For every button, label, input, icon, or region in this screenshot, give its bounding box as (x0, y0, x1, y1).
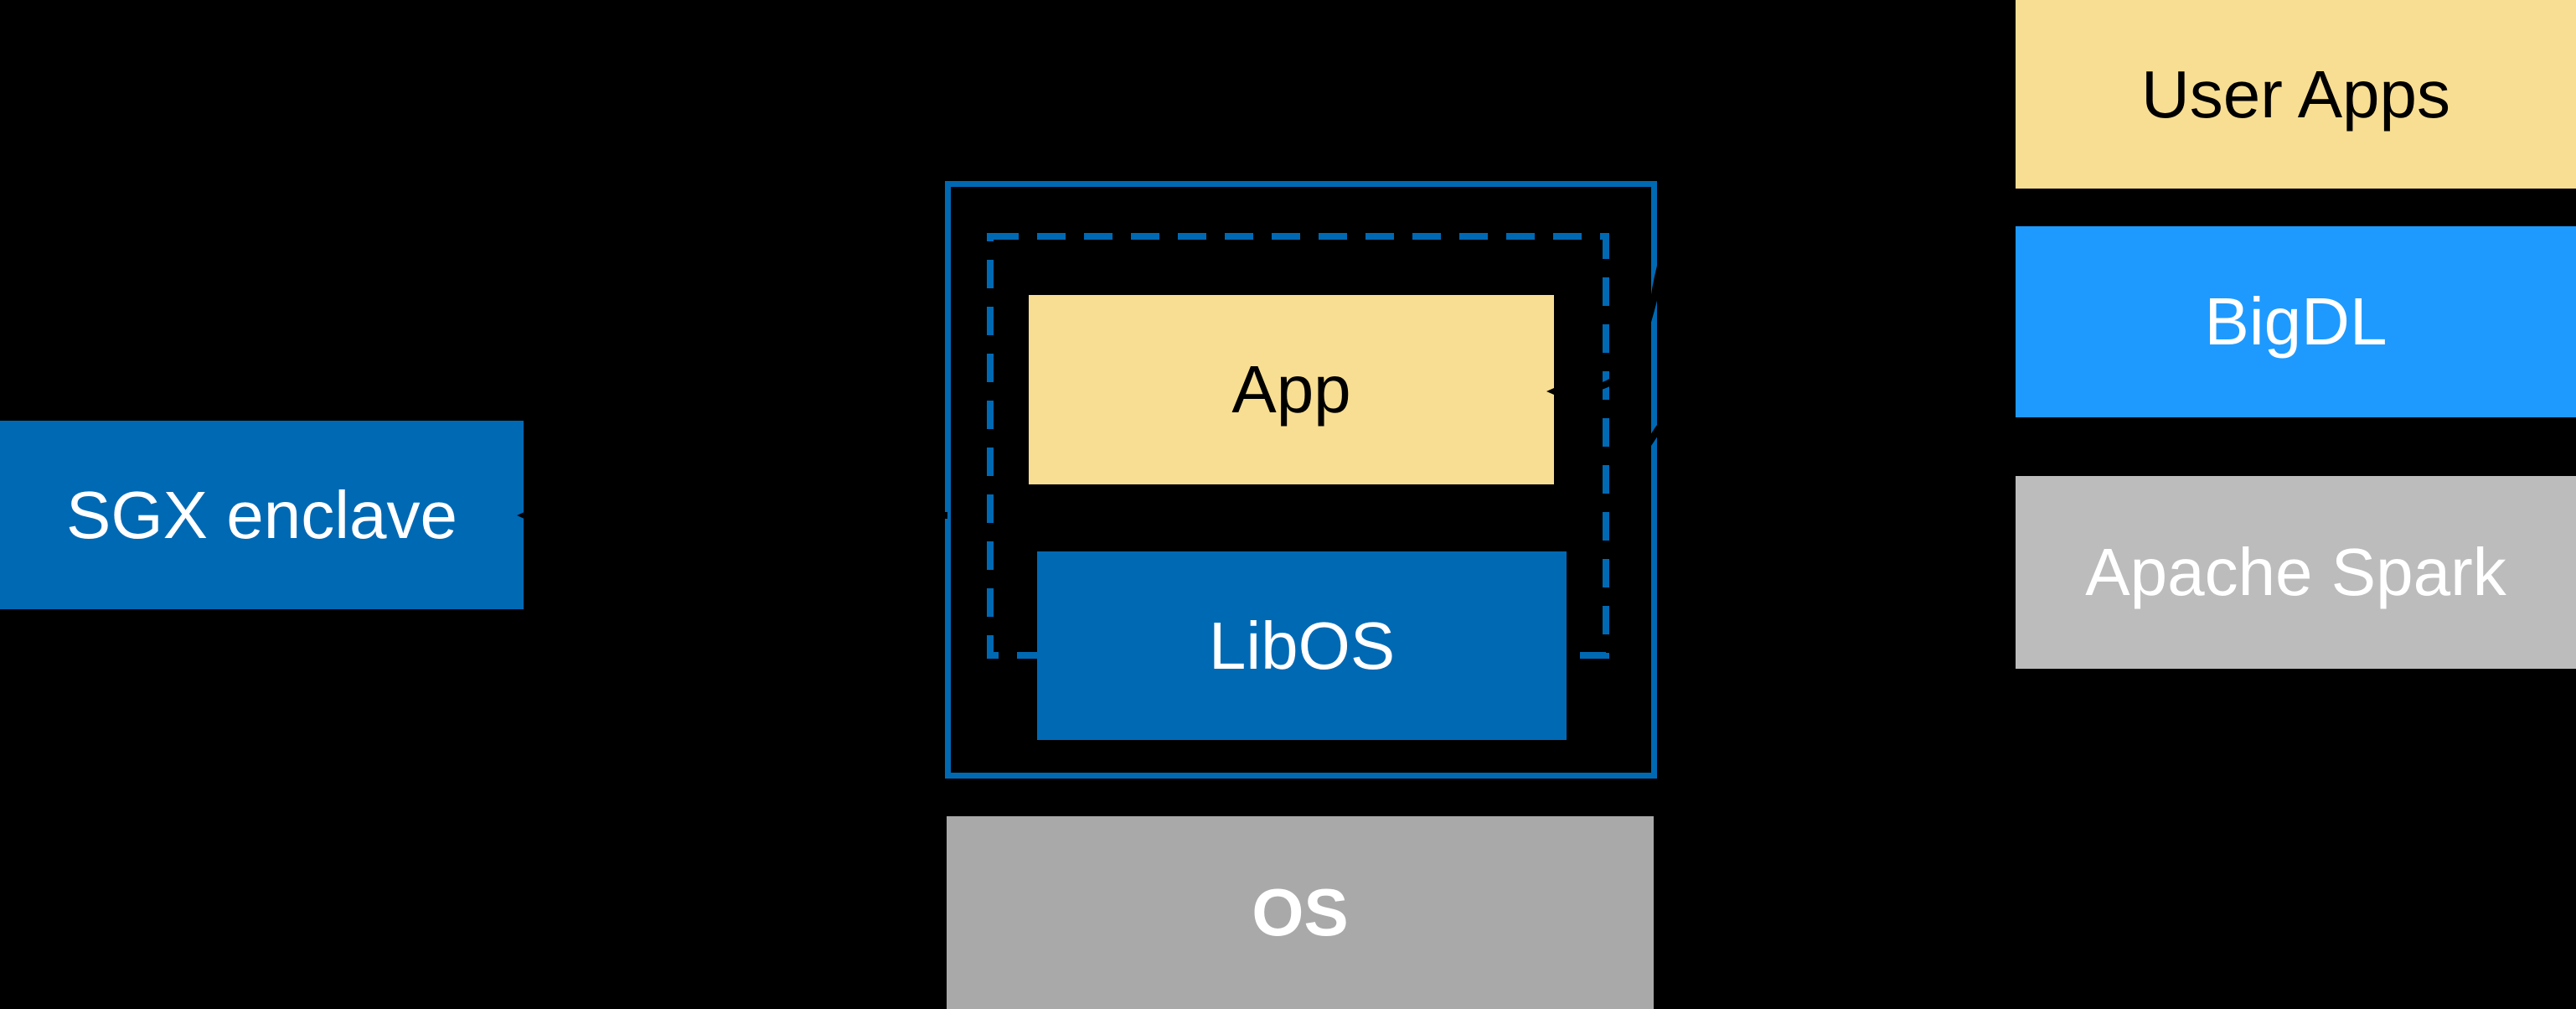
apache-spark-node: Apache Spark (2016, 476, 2576, 669)
apache-spark-label: Apache Spark (2085, 535, 2506, 609)
sgx-enclave-node: SGX enclave (0, 421, 524, 609)
app-node: App (1029, 295, 1554, 484)
os-node: OS (947, 816, 1654, 1009)
user-apps-node: User Apps (2016, 0, 2576, 189)
libos-label: LibOS (1208, 608, 1396, 683)
bigdl-label: BigDL (2204, 284, 2388, 359)
libos-node: LibOS (1037, 551, 1567, 740)
os-label: OS (1252, 875, 1349, 949)
bigdl-node: BigDL (2016, 226, 2576, 417)
app-label: App (1231, 352, 1351, 427)
enclave-solid-outline (945, 181, 1657, 779)
user-apps-label: User Apps (2140, 56, 2451, 132)
enclave-dashed-outline (987, 233, 1609, 659)
sgx-enclave-label: SGX enclave (66, 477, 457, 552)
